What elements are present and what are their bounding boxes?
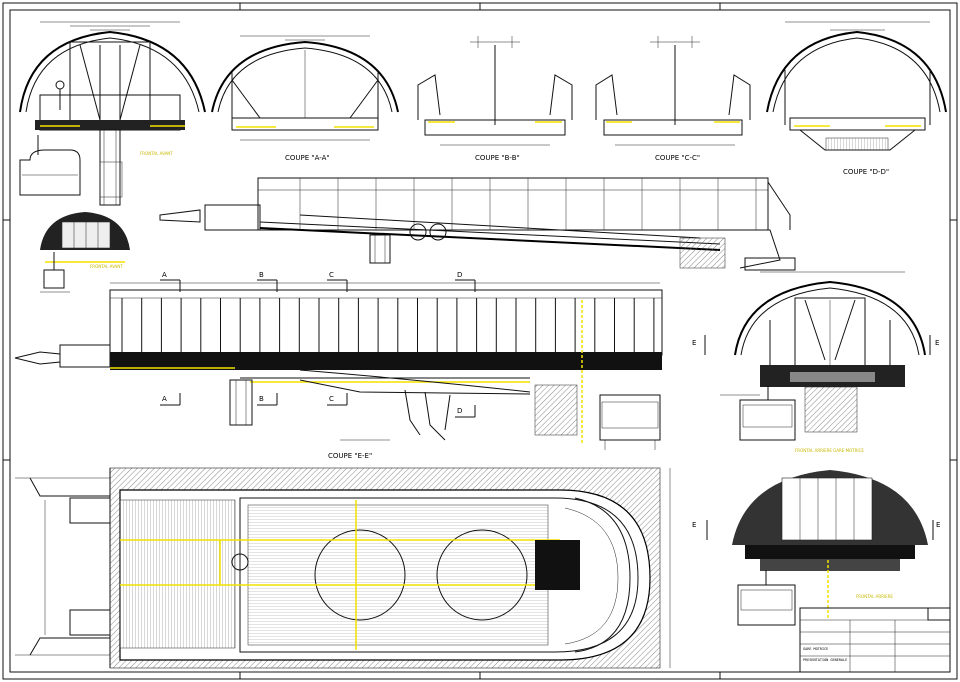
- svg-text:A: A: [162, 395, 167, 403]
- marker-a-bottom: A: [160, 393, 181, 406]
- plan-view: [15, 467, 671, 673]
- svg-text:D: D: [457, 271, 462, 279]
- note-frontal-arriere-2: FRONTAL ARRIERE: [856, 594, 893, 599]
- title-block: GARE MOTRICE PRESENTATION GENERALE: [799, 607, 951, 673]
- note-frontal-avant-2: FRONTAL AVANT: [90, 264, 123, 269]
- marker-b-bottom: B: [257, 393, 278, 406]
- side-elevation: [159, 177, 796, 271]
- marker-e-mid-left: E: [692, 335, 706, 355]
- marker-c-top: C: [327, 271, 348, 292]
- section-bb-label: COUPE "B-B": [475, 154, 520, 162]
- section-cc-label: COUPE "C-C": [655, 154, 700, 162]
- front-view-left-small: FRONTAL AVANT: [40, 212, 130, 293]
- ee-bays: [121, 298, 655, 352]
- section-markers: A B C D A B C D: [160, 271, 476, 418]
- svg-text:B: B: [259, 395, 264, 403]
- marker-e-mid-right: E: [929, 335, 939, 355]
- svg-text:E: E: [692, 521, 696, 529]
- title-row1: GARE MOTRICE: [803, 647, 828, 651]
- note-frontal-avant: FRONTAL AVANT: [140, 151, 173, 156]
- svg-text:A: A: [162, 271, 167, 279]
- svg-text:C: C: [329, 395, 334, 403]
- section-aa-label: COUPE "A-A": [285, 154, 330, 162]
- svg-text:D: D: [457, 407, 462, 415]
- section-dd-view: COUPE "D-D": [766, 21, 947, 176]
- marker-a-top: A: [160, 271, 181, 292]
- front-view-right: E E FRONTAL ARRIERE GARE MOTRICE: [692, 271, 939, 453]
- svg-text:B: B: [259, 271, 264, 279]
- section-ee-label: COUPE "E-E": [328, 452, 372, 460]
- section-cc-view: COUPE "C-C": [595, 36, 751, 162]
- title-row2: PRESENTATION GENERALE: [803, 658, 847, 662]
- section-dd-label: COUPE "D-D": [843, 168, 889, 176]
- marker-e-bottom-left: E: [692, 520, 708, 540]
- front-view-right-bottom: E E FRONTAL ARRIERE: [692, 470, 940, 626]
- note-frontal-arriere: FRONTAL ARRIERE GARE MOTRICE: [795, 448, 864, 453]
- marker-d-top: D: [455, 271, 476, 292]
- svg-text:E: E: [936, 521, 940, 529]
- svg-text:E: E: [692, 339, 696, 347]
- svg-text:C: C: [329, 271, 334, 279]
- front-view-left: FRONTAL AVANT: [19, 21, 206, 206]
- marker-d-bottom: D: [455, 405, 476, 418]
- border-ticks: [3, 3, 957, 679]
- marker-c-bottom: C: [327, 393, 348, 406]
- side-elevation-posts: [299, 178, 757, 230]
- marker-b-top: B: [257, 271, 278, 292]
- section-aa-view: COUPE "A-A": [211, 35, 399, 162]
- marker-e-bottom-right: E: [932, 520, 940, 540]
- svg-text:E: E: [935, 339, 939, 347]
- section-ee-elevation: COUPE "E-E": [14, 282, 663, 460]
- section-bb-view: COUPE "B-B": [417, 36, 573, 162]
